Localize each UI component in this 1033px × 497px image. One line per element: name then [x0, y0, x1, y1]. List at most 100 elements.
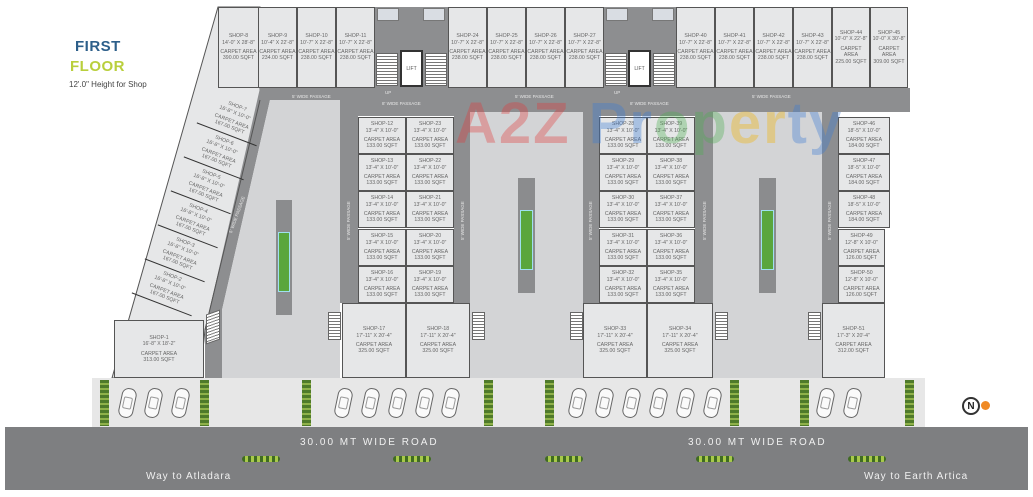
shop-size: 13'-4" X 10'-0" [654, 164, 688, 171]
shop-area: 309.00 SQFT [873, 58, 905, 65]
shop-area: 133.00 SQFT [655, 255, 687, 262]
shop-area-label: CARPET AREA [677, 49, 714, 55]
shop-area-label: CARPET AREA [411, 174, 449, 180]
passage-top-right [695, 100, 910, 112]
shop-area-label: CARPET AREA [794, 49, 831, 55]
shop-area: 126.00 SQFT [845, 255, 878, 262]
shop-name: SHOP-16 [370, 270, 394, 277]
shop-area-label: CARPET AREA [604, 211, 642, 217]
floor-title: FIRST [75, 38, 121, 55]
shop-size: 13'-4" X 10'-0" [606, 164, 640, 171]
shop-name: SHOP-43 [801, 33, 824, 40]
shop-name: SHOP-30 [611, 195, 635, 202]
shop-size: 10'-7" X 22'-8" [300, 39, 333, 46]
shop-size: 16'-8" X 18'-2" [142, 341, 176, 348]
shop-name: SHOP-8 [228, 33, 249, 40]
shop-area-label: CARPET AREA [652, 286, 690, 292]
shop-area: 133.00 SQFT [414, 180, 446, 187]
shop-area-label: CARPET AREA [661, 342, 699, 348]
parking-strip [92, 378, 925, 427]
tree-icon [905, 380, 914, 426]
road-median-planter [545, 456, 583, 462]
shop-name: SHOP-34 [668, 326, 692, 333]
passage-label: 5' WIDE PASSAGE [588, 201, 593, 240]
shop-name: SHOP-36 [659, 233, 683, 240]
shop-size: 10'-0" X 22'-8" [834, 36, 868, 43]
shop-size: 13'-4" X 10'-0" [365, 164, 399, 171]
shop-size: 10'-0" X 30'-8" [872, 36, 906, 43]
shop-area: 238.00 SQFT [339, 55, 372, 62]
shop-name: SHOP-20 [418, 233, 442, 240]
toilet-right-2 [652, 8, 674, 21]
shop-size: 10'-7" X 22'-8" [718, 39, 751, 46]
staircase-right-2 [653, 53, 675, 86]
toilet-left-1 [377, 8, 399, 21]
shop-name: SHOP-1 [149, 334, 169, 341]
shop-area-label: CARPET AREA [652, 137, 690, 143]
shop-size: 10'-7" X 22'-8" [339, 39, 372, 46]
shop-name: SHOP-26 [534, 33, 557, 40]
planter-center [518, 178, 535, 293]
shop-area: 238.00 SQFT [796, 55, 829, 62]
lift-right: LIFT [628, 50, 651, 87]
passage-top-center [470, 100, 599, 112]
shop-area-label: CARPET AREA [652, 174, 690, 180]
planter-right [759, 178, 776, 293]
shop-area: 133.00 SQFT [366, 180, 398, 187]
toilet-right-1 [606, 8, 628, 21]
shop-size: 13'-4" X 10'-0" [606, 201, 640, 208]
shop-name: SHOP-35 [659, 270, 683, 277]
shop-area: 390.00 SQFT [222, 55, 255, 62]
shop-area: 184.00 SQFT [848, 217, 880, 224]
shop-name: SHOP-31 [611, 233, 635, 240]
shop-area: 184.00 SQFT [848, 180, 880, 187]
passage-label: 5' WIDE PASSAGE [827, 201, 832, 240]
shop-area-label: CARPET AREA [716, 49, 753, 55]
